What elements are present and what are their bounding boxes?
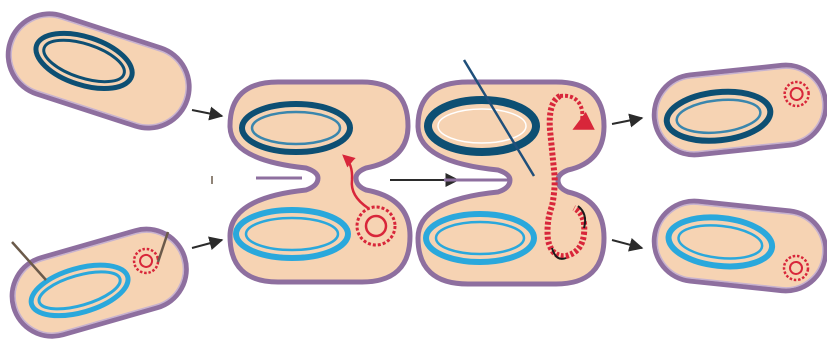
arrow-icon [192,240,222,248]
donor-cell [0,3,200,138]
mating-pair-stage-1 [230,82,410,282]
arrow-icon [192,110,222,116]
arrow-icon [612,118,642,124]
arrow-icon [612,240,642,248]
mating-pair-stage-2 [418,82,604,284]
result-donor-cell [650,61,827,159]
result-recipient-cell [650,197,827,295]
